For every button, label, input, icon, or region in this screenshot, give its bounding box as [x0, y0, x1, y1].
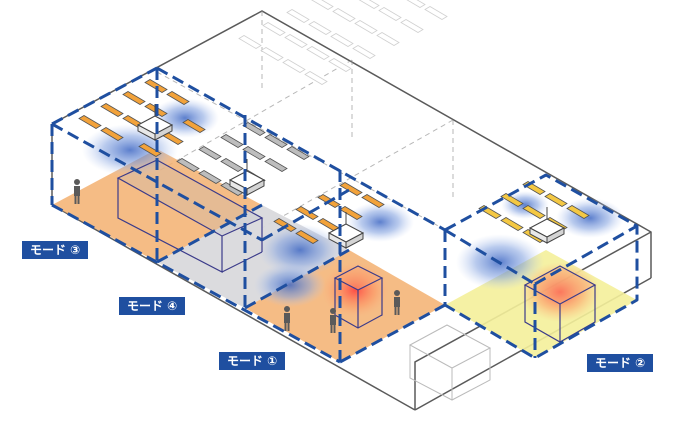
ac-unit-mode2 — [528, 207, 566, 244]
ceiling-light — [100, 127, 124, 141]
ceiling-light — [238, 35, 262, 49]
ceiling-light — [330, 33, 354, 47]
ceiling-light — [100, 103, 124, 117]
ceiling-light — [354, 20, 378, 34]
mode-4-label: モード ④ — [119, 297, 186, 315]
ceiling-light — [166, 91, 190, 105]
ceiling-light — [328, 58, 352, 72]
ceiling-light — [566, 205, 590, 219]
ceiling-light — [352, 45, 376, 59]
ceiling-light — [308, 21, 332, 35]
ceiling-light — [264, 134, 288, 148]
ceiling-light — [478, 205, 502, 219]
ceiling-lights — [78, 0, 590, 244]
ceiling-light — [339, 206, 363, 220]
ceiling-light — [220, 158, 244, 172]
people — [74, 179, 400, 333]
ceiling-light — [358, 0, 380, 9]
ceiling-light — [122, 91, 146, 105]
equipment-box-mode1 — [333, 265, 384, 329]
ceiling-light — [282, 59, 306, 73]
mode-3-label: モード ③ — [22, 241, 89, 259]
person-icon — [330, 308, 336, 333]
ceiling-light — [339, 182, 363, 196]
ceiling-light — [182, 119, 206, 133]
ceiling-light — [176, 158, 200, 172]
mode-2-label: モード ② — [587, 354, 654, 372]
person-icon — [284, 306, 290, 331]
person-icon — [74, 179, 80, 204]
ceiling-light — [295, 230, 319, 244]
ceiling-light — [138, 143, 162, 157]
ceiling-light — [306, 46, 330, 60]
mode-1-label: モード ① — [219, 352, 286, 370]
equipment-box-mode2 — [523, 265, 597, 343]
ac-unit-mode4 — [228, 159, 266, 196]
ac-unit-mode1 — [327, 212, 365, 249]
ceiling-light — [500, 193, 524, 207]
ceiling-light — [304, 71, 328, 85]
person-icon — [394, 290, 400, 315]
ceiling-light — [522, 205, 546, 219]
equipment-box-outside — [408, 324, 492, 401]
ceiling-light — [361, 194, 385, 208]
ac-units — [136, 104, 566, 249]
zone-boundaries — [50, 66, 639, 364]
ceiling-light — [500, 217, 524, 231]
ceiling-light — [376, 32, 400, 46]
ceiling-light — [262, 22, 286, 36]
ceiling-light — [242, 146, 266, 160]
ceiling-light — [198, 146, 222, 160]
ceiling-light — [198, 170, 222, 184]
ceiling-light — [220, 134, 244, 148]
ceiling-light — [378, 7, 402, 21]
ceiling-light — [286, 9, 310, 23]
ceiling-light — [260, 47, 284, 61]
ceiling-light — [400, 19, 424, 33]
ceiling-light — [78, 115, 102, 129]
ac-unit-mode3 — [136, 104, 174, 141]
ceiling-light — [332, 8, 356, 22]
ceiling-light — [286, 146, 310, 160]
ceiling-light — [424, 6, 448, 20]
ceiling-light — [311, 0, 334, 10]
ceiling-light — [264, 158, 288, 172]
ceiling-light — [295, 206, 319, 220]
ceiling-light — [406, 0, 426, 8]
ceiling-light — [284, 34, 308, 48]
ceiling-light — [544, 193, 568, 207]
